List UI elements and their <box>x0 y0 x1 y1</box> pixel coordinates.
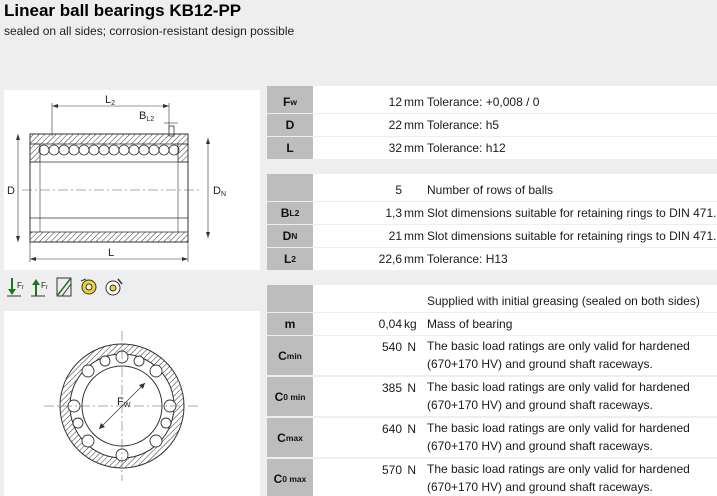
row-unit: kg <box>404 317 417 331</box>
row-description: Number of rows of balls <box>427 183 554 197</box>
shaft-rotation-icon <box>78 276 100 298</box>
row-unit: N <box>407 381 416 395</box>
row-description: Tolerance: h12 <box>427 141 506 155</box>
row-value: 21 <box>388 229 402 243</box>
bearing-section-drawing: L2 BL2 D DN <box>4 90 260 270</box>
row-value: 32 <box>388 141 402 155</box>
row-unit: mm <box>404 252 424 266</box>
row-unit: mm <box>404 118 424 132</box>
row-unit: N <box>407 340 416 354</box>
table-row: m 0,04 kg Mass of bearing <box>267 313 717 335</box>
bearing-cross-section-drawing: FW <box>4 311 260 496</box>
dim-label-dn: DN <box>213 185 226 198</box>
row-description: The basic load ratings are only valid fo… <box>427 421 690 453</box>
load-icons-bar: Fr Fr <box>6 275 124 299</box>
page-subtitle: sealed on all sides; corrosion-resistant… <box>4 24 295 38</box>
table-spacer <box>267 86 717 91</box>
misalignment-icon <box>54 276 76 298</box>
row-description: Tolerance: H13 <box>427 252 508 266</box>
row-description: Tolerance: h5 <box>427 118 500 132</box>
row-description: Tolerance: +0,008 / 0 <box>427 95 540 109</box>
dim-label-l2: L2 <box>105 94 115 107</box>
row-description: Mass of bearing <box>427 317 513 331</box>
axial-load-offset-icon: Fr <box>30 276 52 298</box>
table-row: D 22 mm Tolerance: h5 <box>267 114 717 136</box>
row-value: 570 <box>381 463 402 477</box>
row-description: Supplied with initial greasing (sealed o… <box>427 294 700 308</box>
row-value: 22,6 <box>378 252 402 266</box>
table-spacer <box>267 174 717 179</box>
dim-label-d: D <box>7 185 15 197</box>
svg-text:Fr: Fr <box>17 281 24 291</box>
row-symbol: L <box>267 137 313 159</box>
row-symbol <box>267 179 313 201</box>
row-symbol <box>267 290 313 312</box>
table-row: 5 Number of rows of balls <box>267 179 717 201</box>
row-unit: mm <box>404 141 424 155</box>
row-description: Slot dimensions suitable for retaining r… <box>427 206 717 220</box>
table-row: L 32 mm Tolerance: h12 <box>267 137 717 159</box>
table-spacer <box>267 285 717 290</box>
row-value: 540 <box>381 340 402 354</box>
row-unit: mm <box>404 206 424 220</box>
row-symbol: m <box>267 313 313 335</box>
dim-label-l: L <box>108 247 114 259</box>
row-unit: N <box>407 422 416 436</box>
row-value: 1,3 <box>385 206 402 220</box>
table-row: Supplied with initial greasing (sealed o… <box>267 290 717 312</box>
row-description: The basic load ratings are only valid fo… <box>427 462 690 494</box>
page-title: Linear ball bearings KB12-PP <box>4 1 242 20</box>
svg-text:Fr: Fr <box>41 281 48 291</box>
row-symbol: D <box>267 114 313 136</box>
row-value: 12 <box>388 95 402 109</box>
dim-label-fw: FW <box>117 396 131 409</box>
row-unit: N <box>407 463 416 477</box>
row-value: 640 <box>381 422 402 436</box>
row-value: 0,04 <box>378 317 402 331</box>
row-value: 22 <box>388 118 402 132</box>
axial-load-icon: Fr <box>6 276 28 298</box>
row-unit: mm <box>404 229 424 243</box>
row-value: 385 <box>381 381 402 395</box>
row-description: The basic load ratings are only valid fo… <box>427 339 690 371</box>
self-aligning-icon <box>102 276 124 298</box>
dim-label-bl2: BL2 <box>139 110 154 123</box>
row-description: The basic load ratings are only valid fo… <box>427 380 690 412</box>
row-value: 5 <box>395 183 402 197</box>
row-unit: mm <box>404 95 424 109</box>
row-description: Slot dimensions suitable for retaining r… <box>427 229 717 243</box>
